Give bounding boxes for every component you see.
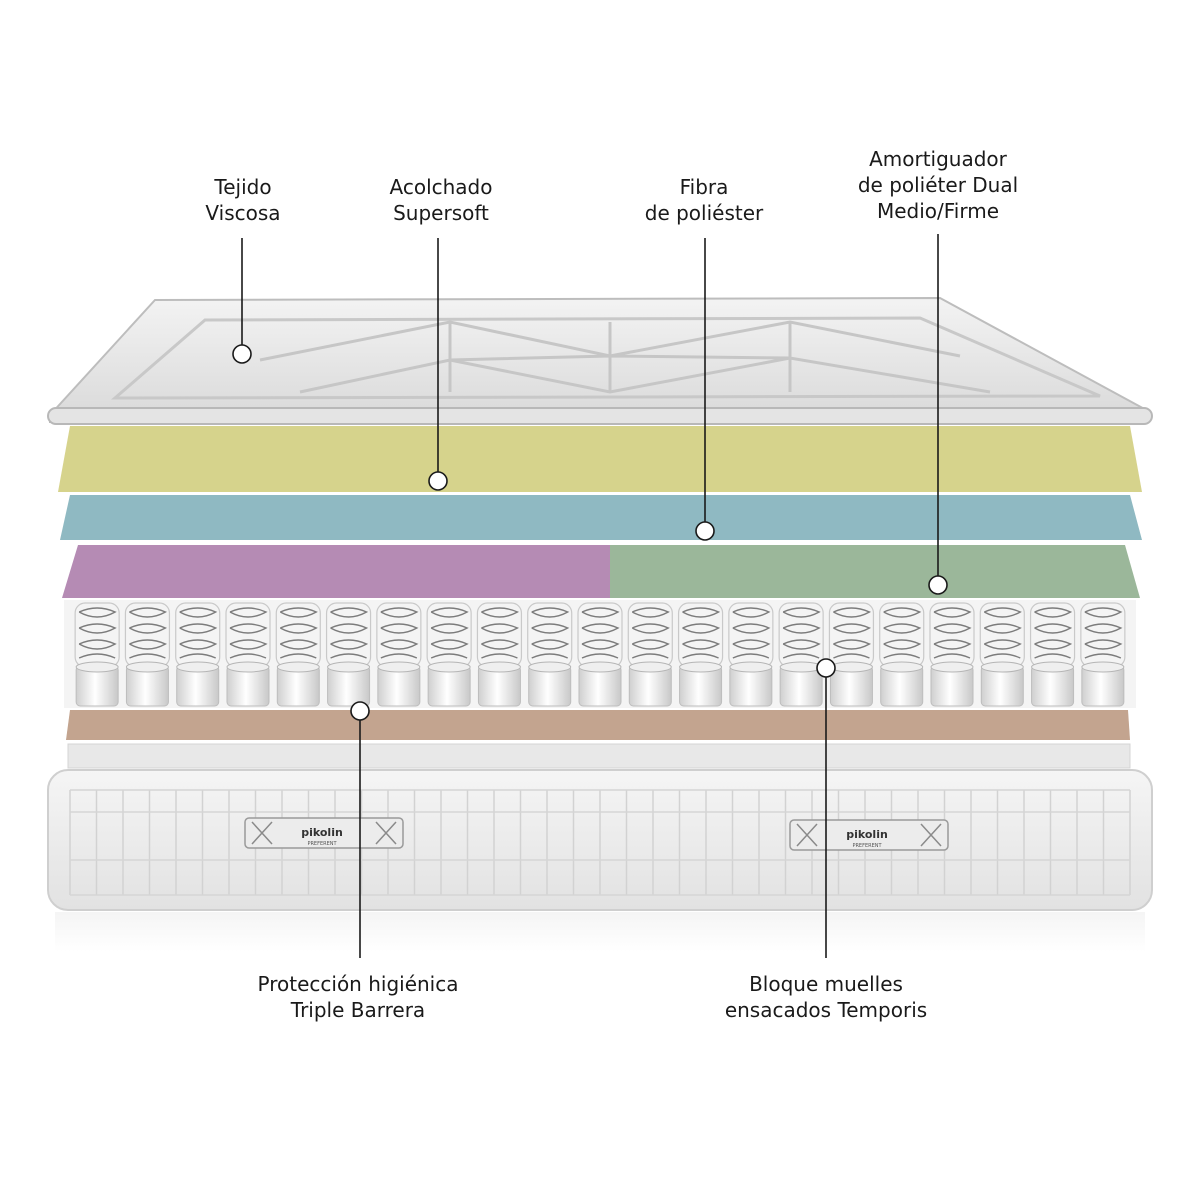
dual-foam-green [610,545,1140,598]
spring-pocket [225,602,271,707]
topper-quilt-pattern [259,320,991,394]
spring-pocket [527,602,573,707]
marker-amortiguador [928,575,948,595]
spring-pocket [376,602,422,707]
spring-pocket [879,602,925,707]
marker-tejido [232,344,252,364]
topper-edge [47,407,1153,425]
logo-right: pikolin [846,828,888,841]
spring-pocket [1029,602,1076,707]
logo-left-sub: PREFERENT [307,841,337,847]
spring-pocket [325,602,372,707]
spring-pocket [778,602,824,707]
logo-left: pikolin [301,826,343,839]
base-quilt-grid [69,789,1131,896]
spring-pocket [1080,602,1126,707]
marker-fibra [695,521,715,541]
spring-pocket [275,602,321,707]
spring-pocket [929,602,975,707]
marker-bloque [816,658,836,678]
spring-pocket [426,602,472,707]
topper-layer [47,296,1153,425]
spring-pocket [124,602,171,707]
spring-pocket [74,602,120,707]
spring-pocket [627,602,673,707]
spring-pocket [476,602,523,707]
spring-pocket [728,602,774,707]
topper-top-surface [49,296,1151,424]
dual-foam-layer [62,545,1140,598]
logo-right-sub: PREFERENT [852,843,882,849]
dual-foam-pink [62,545,610,598]
yellow-foam-layer [58,426,1142,492]
spring-pocket [677,602,724,707]
blue-foam-layer [60,495,1142,540]
handle-left: pikolin PREFERENT [244,817,404,849]
topper-quilt-border [110,316,1101,400]
handle-right: pikolin PREFERENT [789,819,949,851]
spring-pocket [979,602,1025,707]
leader-lines [232,234,948,958]
pocket-springs-block [64,600,1136,708]
base-mattress: pikolin PREFERENT pikolin PREFERENT [47,769,1153,911]
spring-pocket [828,602,875,707]
floor-reflection [55,912,1145,952]
marker-acolchado [428,471,448,491]
marker-proteccion [350,701,370,721]
brown-protection-layer [66,710,1130,740]
spring-pocket [175,602,221,707]
thin-white-layer [67,743,1131,769]
spring-pocket [577,602,623,707]
